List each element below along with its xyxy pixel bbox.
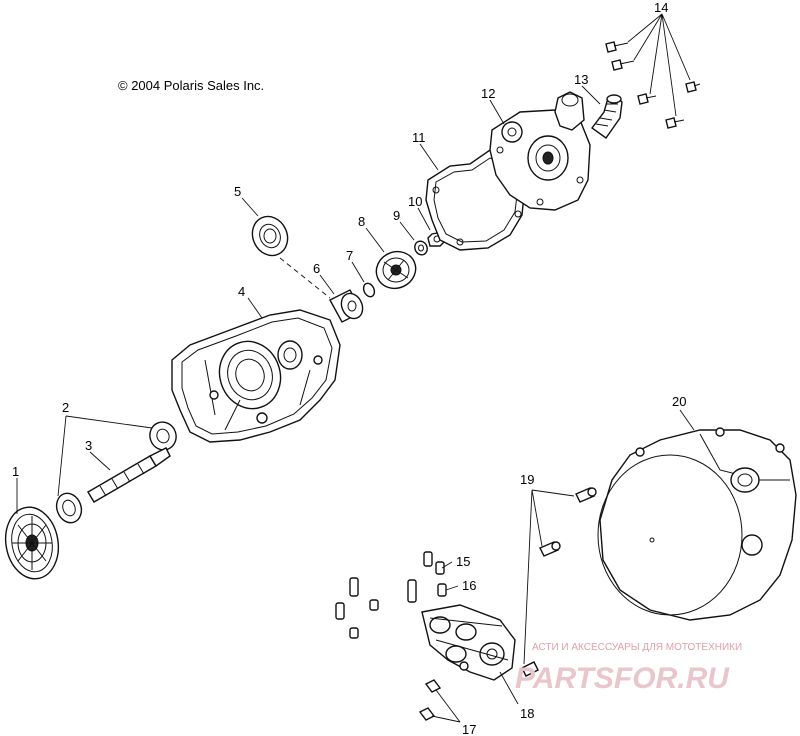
callout-9: 9 xyxy=(393,208,400,223)
callout-7: 7 xyxy=(346,248,353,263)
part-9-washer xyxy=(414,240,428,256)
copyright-text: © 2004 Polaris Sales Inc. xyxy=(118,78,264,93)
callout-2: 2 xyxy=(62,400,69,415)
leader-6 xyxy=(319,274,335,295)
leader-19 xyxy=(523,489,575,665)
callout-10: 10 xyxy=(408,194,422,209)
callout-19: 19 xyxy=(520,472,534,487)
leader-18 xyxy=(499,671,519,705)
part-8-impeller xyxy=(375,250,417,290)
watermark-tagline: АСТИ И АКСЕССУАРЫ ДЛЯ МОТОТЕХНИКИ xyxy=(532,642,742,653)
leader-16 xyxy=(445,585,459,591)
callout-4: 4 xyxy=(238,284,245,299)
callout-3: 3 xyxy=(85,438,92,453)
leader-17 xyxy=(431,689,461,723)
part-14-bolts xyxy=(605,41,701,129)
part-17-screws xyxy=(418,679,442,721)
leader-20 xyxy=(679,409,695,431)
callout-14: 14 xyxy=(654,0,668,15)
callout-18: 18 xyxy=(520,706,534,721)
axis-line-5-6 xyxy=(279,257,331,299)
callout-8: 8 xyxy=(358,214,365,229)
leader-2 xyxy=(57,415,153,497)
callout-13: 13 xyxy=(574,72,588,87)
part-1-gear xyxy=(4,506,60,580)
part-6-bushing xyxy=(329,289,364,323)
part-2-bearing-lower xyxy=(55,492,83,524)
leader-4 xyxy=(247,297,263,319)
callout-20: 20 xyxy=(672,394,686,409)
callout-17: 17 xyxy=(462,722,476,736)
leader-9 xyxy=(399,221,415,241)
callout-1: 1 xyxy=(12,464,19,479)
part-16-dowels xyxy=(335,577,447,639)
leader-11 xyxy=(419,143,439,171)
leader-14 xyxy=(627,13,691,117)
callout-11: 11 xyxy=(412,130,426,145)
part-19-bolts xyxy=(521,487,597,677)
part-3-shaft xyxy=(87,447,171,503)
leader-8 xyxy=(365,227,385,253)
callout-15: 15 xyxy=(456,554,470,569)
leader-5 xyxy=(241,197,259,217)
part-4-housing xyxy=(171,309,341,443)
part-20-cover xyxy=(597,427,797,621)
leader-10 xyxy=(417,207,431,231)
leader-3 xyxy=(89,451,111,471)
leader-7 xyxy=(351,261,365,283)
part-18-oil-pump xyxy=(421,604,516,681)
callout-16: 16 xyxy=(462,578,476,593)
leader-15 xyxy=(441,561,453,569)
callout-6: 6 xyxy=(313,261,320,276)
part-15-dowels xyxy=(423,551,445,575)
part-5-seal xyxy=(251,215,289,257)
callout-5: 5 xyxy=(234,184,241,199)
part-7-washer xyxy=(362,282,376,298)
part-13-hose-elbow xyxy=(591,94,623,139)
callout-12: 12 xyxy=(481,86,495,101)
leader-12 xyxy=(489,99,505,125)
part-12-pump-cover xyxy=(489,91,591,211)
leader-13 xyxy=(581,85,601,105)
part-2-bearing-upper xyxy=(149,421,177,451)
watermark-logo: PARTSFOR.RU xyxy=(515,662,730,695)
